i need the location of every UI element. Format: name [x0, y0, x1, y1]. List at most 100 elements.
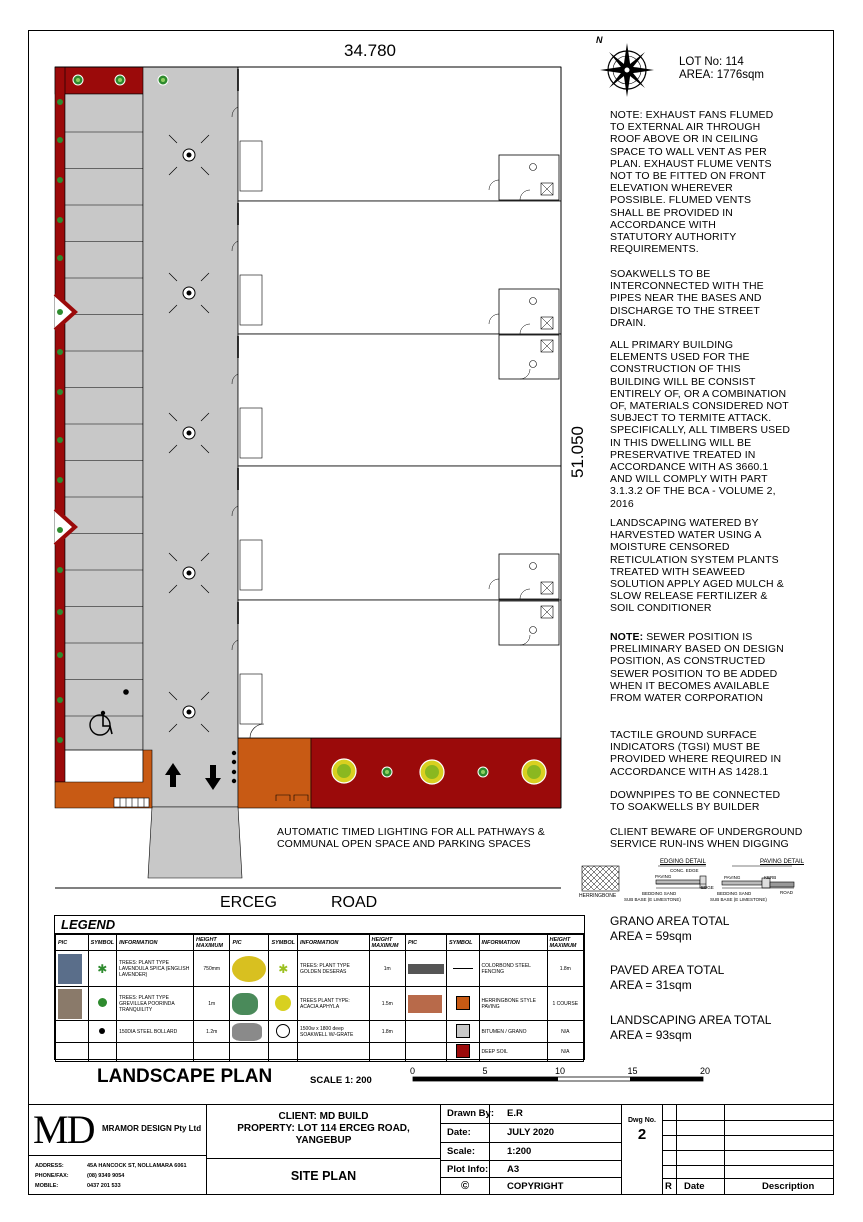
legend-symbol-grano	[445, 1020, 480, 1043]
bedding-sand-label-1: BEDDING SAND	[642, 891, 677, 896]
plant-large-icon	[419, 759, 445, 785]
road-label: ROAD	[780, 890, 794, 895]
legend-pic-golden	[229, 950, 270, 987]
road-name-right: ROAD	[331, 894, 378, 911]
accessible-parking-icon	[89, 710, 113, 736]
legend-pic-fence	[404, 950, 447, 987]
legend-pic-acacia	[229, 986, 270, 1021]
lot-area: AREA: 1776sqm	[679, 69, 765, 81]
lot-info: LOT No: 114 AREA: 1776sqm	[679, 56, 764, 82]
conc-edge-label: CONC. EDGE	[670, 868, 699, 873]
herringbone-sample	[581, 865, 620, 892]
plant-strip-icon	[57, 217, 63, 223]
sheet-title: SITE PLAN	[290, 1169, 357, 1183]
bollard-dot	[123, 689, 129, 695]
sub-base-label-1: SUB BASE (E LIMESTONE)	[624, 897, 681, 902]
legend-title: LEGEND	[55, 916, 584, 934]
legend-row: DEEP SOIL N/A	[55, 1042, 584, 1062]
title-block: MD MRAMOR DESIGN Pty Ltd ADDRESS: PHONE/…	[29, 1104, 834, 1195]
note-tactile: TACTILE GROUND SURFACE INDICATORS (TGSI)…	[610, 729, 782, 778]
company-block: MD MRAMOR DESIGN Pty Ltd ADDRESS: PHONE/…	[29, 1105, 207, 1195]
rev-r-header: R	[665, 1181, 672, 1192]
copyright-icon: ©	[461, 1180, 470, 1192]
scale-tick-label: 15	[627, 1066, 638, 1076]
plant-strip-icon	[57, 527, 63, 533]
plant-strip-icon	[57, 99, 63, 105]
paving-bottom-left	[54, 749, 153, 809]
legend-row: 150DIA STEEL BOLLARD 1.2m 1500w x 1800 d…	[55, 1020, 584, 1043]
company-name: MRAMOR DESIGN Pty Ltd	[102, 1124, 202, 1133]
dwg-number-block: Dwg No. 2	[621, 1105, 663, 1195]
depth-dimension: 51.050	[568, 426, 587, 478]
parking-bays	[64, 93, 144, 751]
edge-label: EDGE	[701, 885, 714, 890]
light-icon	[168, 272, 210, 314]
mobile-value: 0437 201 533	[87, 1183, 121, 1189]
deep-soil-left-strip	[54, 66, 66, 783]
note-sewer-text: SEWER POSITION IS PRELIMINARY BASED ON D…	[610, 631, 784, 705]
crossover	[147, 806, 243, 879]
bedding-sand-label-2: BEDDING SAND	[717, 891, 752, 896]
paved-entry	[237, 737, 312, 809]
plant-strip-icon	[57, 567, 63, 573]
mobile-label: MOBILE:	[35, 1183, 59, 1189]
note-sewer: NOTE: SEWER POSITION IS PRELIMINARY BASE…	[610, 631, 784, 704]
scale-tick-label: 10	[555, 1066, 566, 1076]
edging-detail-title: EDGING DETAIL	[660, 859, 706, 865]
plant-strip-icon	[57, 309, 63, 315]
lighting-note: AUTOMATIC TIMED LIGHTING FOR ALL PATHWAY…	[277, 826, 545, 851]
rev-date-header: Date	[684, 1181, 705, 1192]
project-block: CLIENT: MD BUILD PROPERTY: LOT 114 ERCEG…	[207, 1105, 441, 1195]
light-icon	[168, 412, 210, 454]
legend-pic-lavender	[55, 950, 89, 987]
north-label: N	[596, 35, 603, 45]
plant-strip-icon	[57, 477, 63, 483]
paving-detail-sketch	[721, 865, 795, 889]
note-soakwells: SOAKWELLS TO BE INTERCONNECTED WITH THE …	[610, 268, 764, 329]
phone-value: (08) 9349 9054	[87, 1173, 125, 1179]
road-name-left: ERCEG	[220, 894, 277, 911]
scale-tick-label: 0	[410, 1066, 416, 1076]
property-suburb: YANGEBUP	[295, 1135, 352, 1146]
plant-large-icon	[331, 758, 357, 784]
legend-pic-soakwell	[229, 1020, 270, 1043]
plants	[57, 74, 547, 785]
drawing-sheet	[28, 30, 834, 1195]
legend-symbol-golden: ✱	[268, 950, 298, 987]
bollards	[231, 750, 237, 784]
scale-tick-label: 5	[482, 1066, 488, 1076]
note-underground: CLIENT BEWARE OF UNDERGROUND SERVICE RUN…	[610, 826, 803, 851]
revision-block: R Date Description	[662, 1105, 834, 1195]
company-logo: MD	[33, 1107, 95, 1152]
grano-area-total: GRANO AREA TOTAL AREA = 59sqm	[610, 914, 730, 943]
plant-small-icon	[72, 74, 84, 86]
legend: LEGEND PIC SYMBOL INFORMATION HEIGHT MAX…	[54, 915, 585, 1062]
plant-large-icon	[521, 759, 547, 785]
paved-area-total: PAVED AREA TOTAL AREA = 31sqm	[610, 963, 725, 992]
property-address: PROPERTY: LOT 114 ERCEG ROAD,	[237, 1123, 410, 1134]
light-icon	[168, 691, 210, 733]
herringbone-label: HERRINGBONE	[579, 893, 617, 899]
traffic-arrow-down	[205, 765, 221, 790]
sub-base-label-2: SUB BASE (E LIMESTONE)	[710, 897, 767, 902]
dwg-label: Dwg No.	[628, 1117, 656, 1124]
width-dimension: 34.780	[344, 41, 396, 60]
scale-tick-label: 20	[700, 1066, 711, 1076]
note-sewer-label: NOTE:	[610, 631, 644, 643]
plant-small-icon	[114, 74, 126, 86]
legend-table: PIC SYMBOL INFORMATION HEIGHT MAXIMUM PI…	[55, 934, 584, 1062]
address-value: 45A HANCOCK ST, NOLLAMARA 6061	[87, 1163, 187, 1169]
plant-strip-icon	[57, 177, 63, 183]
drawing-info-block: Drawn By:E.R Date:JULY 2020 Scale:1:200 …	[441, 1105, 621, 1195]
legend-symbol-soakwell	[268, 1020, 298, 1043]
paving-label-1: PAVING	[655, 874, 672, 879]
legend-row: TREES: PLANT TYPE GREVILLEA POORINDA TRA…	[55, 986, 584, 1021]
edging-detail-sketch	[655, 865, 707, 889]
legend-symbol-deep-soil	[445, 1042, 480, 1062]
landscaping-area-total: LANDSCAPING AREA TOTAL AREA = 93sqm	[610, 1013, 772, 1042]
rev-description-header: Description	[762, 1181, 815, 1192]
note-exhaust: NOTE: EXHAUST FANS FLUMED TO EXTERNAL AI…	[610, 109, 774, 256]
unit-4	[237, 465, 562, 601]
legend-symbol-bollard	[87, 1020, 118, 1043]
